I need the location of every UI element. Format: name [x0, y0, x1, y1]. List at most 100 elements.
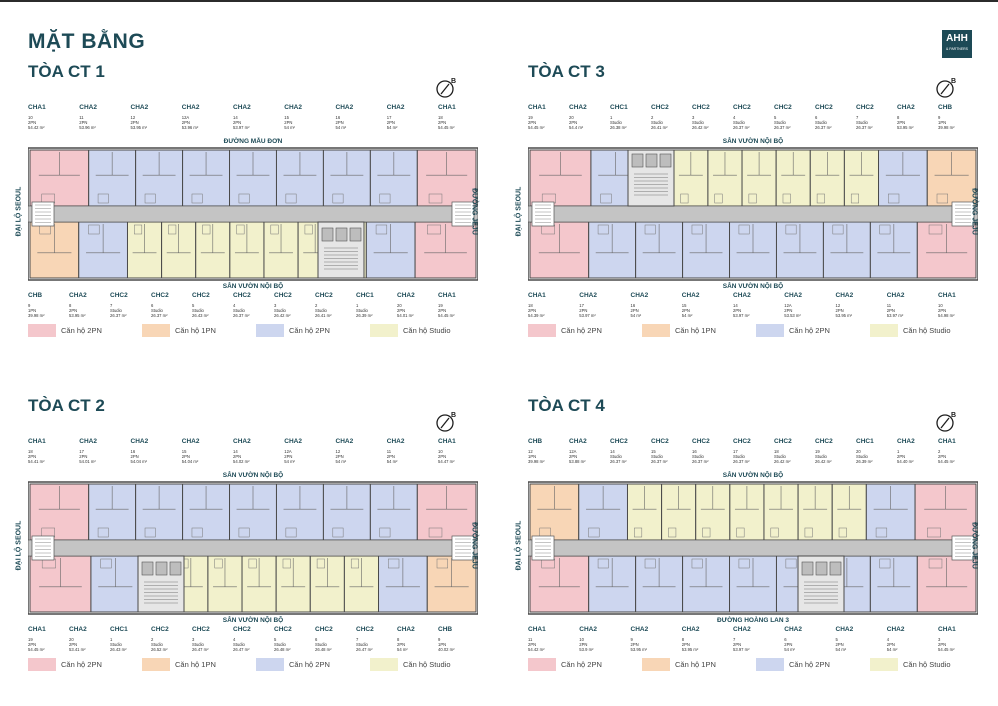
apartment-unit[interactable]	[695, 483, 731, 541]
apartment-unit[interactable]	[916, 555, 977, 613]
apartment-unit[interactable]	[275, 149, 324, 207]
top-road-label: ĐƯỜNG MẪU ĐƠN	[223, 138, 283, 145]
unit-info: 10 2PN 53.9 m²	[579, 637, 627, 652]
apartment-unit[interactable]	[843, 149, 880, 207]
apartment-unit[interactable]	[682, 221, 731, 279]
apartment-unit[interactable]	[263, 221, 299, 279]
apartment-unit[interactable]	[126, 221, 163, 279]
apartment-unit[interactable]	[741, 149, 777, 207]
unit-type: CHB	[938, 104, 953, 111]
apartment-unit[interactable]	[88, 149, 137, 207]
unit-number: 12A	[784, 303, 792, 308]
unit-number: 9	[938, 115, 941, 120]
apartment-unit[interactable]	[161, 221, 197, 279]
apartment-unit[interactable]	[635, 221, 684, 279]
apartment-unit[interactable]	[322, 149, 371, 207]
apartment-unit[interactable]	[831, 483, 867, 541]
unit-number: 18	[28, 449, 33, 454]
unit-type: CHA1	[938, 292, 956, 299]
apartment-unit[interactable]	[135, 483, 184, 541]
apartment-unit[interactable]	[729, 555, 777, 613]
apartment-unit[interactable]	[88, 483, 137, 541]
unit-info: 12 2PN 53.95 m²	[836, 303, 884, 318]
unit-area: 2PN 54 m²	[784, 642, 795, 652]
bottom-road-label: SÂN VƯỜN NỘI BỘ	[222, 617, 284, 624]
apartment-unit[interactable]	[414, 221, 477, 279]
apartment-unit[interactable]	[529, 221, 590, 279]
apartment-unit[interactable]	[661, 483, 697, 541]
apartment-unit[interactable]	[29, 555, 92, 613]
apartment-unit[interactable]	[529, 555, 590, 613]
north-compass-icon: B	[436, 412, 456, 432]
apartment-unit[interactable]	[229, 149, 277, 207]
apartment-unit[interactable]	[369, 149, 418, 207]
apartment-unit[interactable]	[29, 149, 90, 207]
apartment-unit[interactable]	[529, 149, 592, 207]
apartment-unit[interactable]	[626, 483, 663, 541]
unit-info: 14 2PN 53.97 m²	[233, 115, 281, 130]
unit-number: 9	[28, 303, 31, 308]
apartment-unit[interactable]	[275, 483, 324, 541]
apartment-unit[interactable]	[229, 483, 277, 541]
unit-type: CHA2	[579, 292, 597, 299]
unit-info: 11 2PN 54 m²	[387, 449, 435, 464]
apartment-unit[interactable]	[322, 483, 371, 541]
apartment-unit[interactable]	[578, 483, 628, 541]
apartment-unit[interactable]	[673, 149, 709, 207]
apartment-unit[interactable]	[365, 221, 416, 279]
apartment-unit[interactable]	[529, 483, 580, 541]
unit-type: CHC2	[610, 438, 628, 445]
unit-number: 2	[151, 637, 154, 642]
apartment-unit[interactable]	[588, 555, 637, 613]
apartment-unit[interactable]	[182, 149, 231, 207]
apartment-unit[interactable]	[78, 221, 128, 279]
unit-area: 2PN 54 m²	[630, 308, 642, 318]
apartment-unit[interactable]	[29, 221, 80, 279]
apartment-unit[interactable]	[682, 555, 731, 613]
apartment-unit[interactable]	[241, 555, 277, 613]
corridor	[28, 539, 478, 557]
unit-number: 7	[733, 637, 736, 642]
legend-swatch	[756, 658, 784, 671]
apartment-unit[interactable]	[775, 149, 811, 207]
apartment-unit[interactable]	[369, 483, 418, 541]
apartment-unit[interactable]	[865, 483, 916, 541]
apartment-unit[interactable]	[635, 555, 684, 613]
unit-number: 16	[130, 449, 136, 454]
apartment-unit[interactable]	[29, 483, 90, 541]
apartment-unit[interactable]	[195, 221, 231, 279]
apartment-unit[interactable]	[229, 221, 265, 279]
unit-area: Studio 26.37 m²	[651, 454, 668, 464]
apartment-unit[interactable]	[763, 483, 799, 541]
apartment-unit[interactable]	[416, 483, 477, 541]
apartment-unit[interactable]	[869, 555, 918, 613]
apartment-unit[interactable]	[275, 555, 311, 613]
apartment-unit[interactable]	[926, 149, 977, 207]
apartment-unit[interactable]	[135, 149, 184, 207]
apartment-unit[interactable]	[822, 221, 871, 279]
apartment-unit[interactable]	[378, 555, 428, 613]
apartment-unit[interactable]	[729, 221, 777, 279]
apartment-unit[interactable]	[182, 483, 231, 541]
apartment-unit[interactable]	[90, 555, 141, 613]
apartment-unit[interactable]	[809, 149, 845, 207]
unit-type: CHA2	[733, 626, 751, 633]
apartment-unit[interactable]	[914, 483, 977, 541]
apartment-unit[interactable]	[869, 221, 918, 279]
unit-area: Studio 26.47 m²	[356, 642, 373, 652]
apartment-unit[interactable]	[343, 555, 380, 613]
apartment-unit[interactable]	[416, 149, 477, 207]
apartment-unit[interactable]	[707, 149, 743, 207]
apartment-unit[interactable]	[775, 221, 824, 279]
apartment-unit[interactable]	[729, 483, 765, 541]
apartment-unit[interactable]	[878, 149, 928, 207]
apartment-unit[interactable]	[588, 221, 637, 279]
apartment-unit[interactable]	[207, 555, 243, 613]
apartment-unit[interactable]	[426, 555, 477, 613]
apartment-unit[interactable]	[309, 555, 345, 613]
apartment-unit[interactable]	[916, 221, 977, 279]
apartment-unit[interactable]	[797, 483, 833, 541]
unit-type: CHC2	[815, 438, 833, 445]
